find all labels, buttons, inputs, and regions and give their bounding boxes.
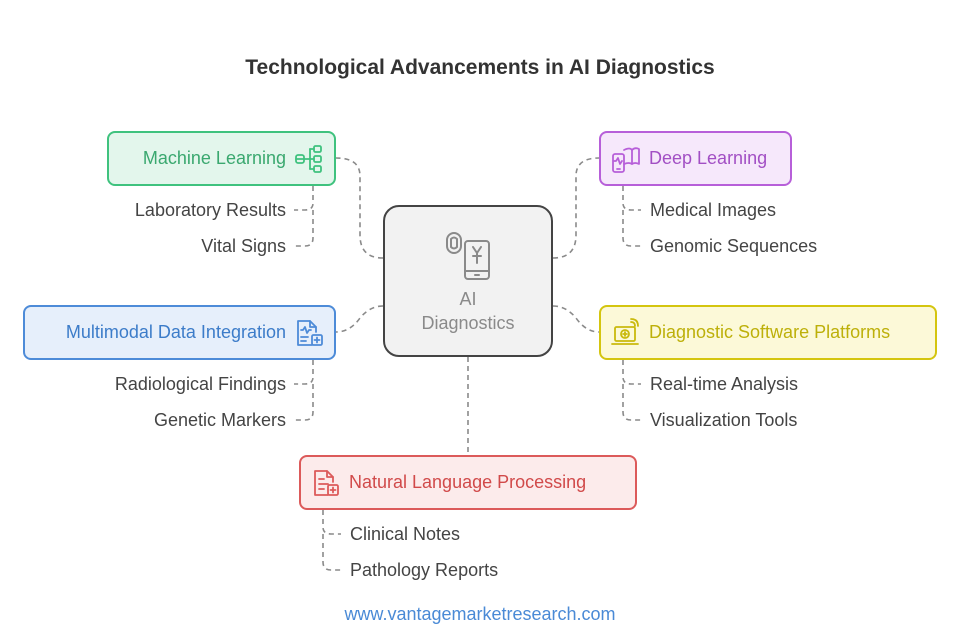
connector-dl-sub2 xyxy=(622,210,641,247)
node-deep-learning: Deep Learning xyxy=(599,131,792,186)
medical-report-icon xyxy=(314,469,339,496)
node-multimodal-data-integration: Multimodal Data Integration xyxy=(23,305,336,360)
node-label: Diagnostic Software Platforms xyxy=(649,322,891,342)
medical-laptop-icon xyxy=(611,317,639,345)
ds-item-1: Real-time Analysis xyxy=(650,374,799,394)
dl-item-1: Medical Images xyxy=(650,200,777,220)
center-node-ai-diagnostics: AI Diagnostics xyxy=(383,205,553,357)
node-natural-language-processing: Natural Language Processing xyxy=(299,455,637,510)
ml-item-1: Laboratory Results xyxy=(134,200,286,220)
node-label: Deep Learning xyxy=(649,148,768,168)
connector-nlp-sub1 xyxy=(322,510,341,535)
connector-ml-sub2 xyxy=(294,210,314,247)
mm-item-1: Radiological Findings xyxy=(114,374,286,394)
mm-item-2: Genetic Markers xyxy=(153,410,286,430)
connector-ds-sub1 xyxy=(622,360,641,385)
connector-ds xyxy=(552,305,600,333)
connector-dl xyxy=(552,157,600,259)
data-flow-icon xyxy=(295,144,322,173)
dl-item-2: Genomic Sequences xyxy=(650,236,818,256)
ml-item-2: Vital Signs xyxy=(201,236,286,256)
connector-ml-sub1 xyxy=(294,186,314,211)
center-label-line2: Diagnostics xyxy=(421,313,515,333)
mobile-book-icon xyxy=(612,146,640,173)
ai-diagnostics-icon xyxy=(446,232,490,280)
node-diagnostic-software-platforms: Diagnostic Software Platforms xyxy=(599,305,937,360)
connector-mm-sub2 xyxy=(294,384,314,421)
connector-mm-sub1 xyxy=(294,360,314,385)
nlp-item-2: Pathology Reports xyxy=(350,560,499,580)
node-machine-learning: Machine Learning xyxy=(107,131,336,186)
node-label: Machine Learning xyxy=(142,148,286,168)
connector-dl-sub1 xyxy=(622,186,641,211)
connector-ml xyxy=(335,157,384,259)
medical-document-icon xyxy=(297,319,323,346)
footer-url[interactable]: www.vantagemarketresearch.com xyxy=(344,604,616,624)
ds-item-2: Visualization Tools xyxy=(650,410,798,430)
node-label: Natural Language Processing xyxy=(349,472,587,492)
nlp-item-1: Clinical Notes xyxy=(350,524,461,544)
node-label: Multimodal Data Integration xyxy=(65,322,286,342)
diagram-title: Technological Advancements in AI Diagnos… xyxy=(245,56,715,79)
connector-mm xyxy=(335,305,384,333)
center-label-line1: AI xyxy=(459,289,477,309)
connector-nlp-sub2 xyxy=(322,534,341,571)
connector-ds-sub2 xyxy=(622,384,641,421)
